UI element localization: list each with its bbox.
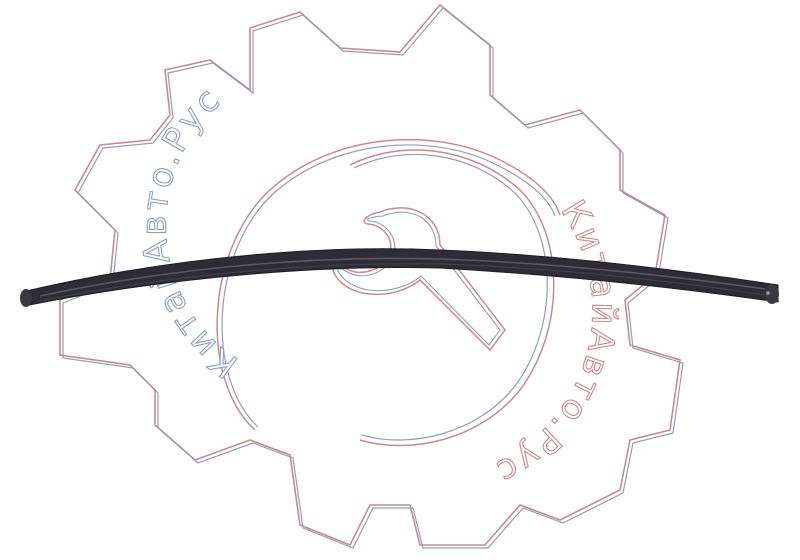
swoosh-arc-icon: [216, 138, 561, 447]
watermark-text-top: КитайАвто.Рус: [135, 78, 245, 385]
strip-end-right: [765, 284, 779, 304]
strip-end-left: [20, 289, 32, 307]
watermark-text-right: КитайАвто.Рус: [488, 193, 624, 492]
wiper-rubber-strip: [20, 248, 779, 307]
wrench-icon: [332, 207, 506, 352]
gear-outline-icon: [59, 3, 684, 549]
